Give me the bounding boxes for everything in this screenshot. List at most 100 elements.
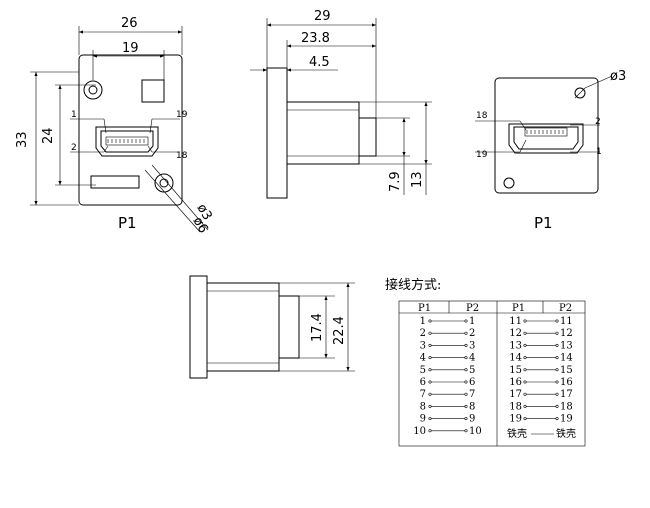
back-pin-2-label: 2 <box>595 117 601 127</box>
wiring-pin-p1: 5 <box>420 365 426 376</box>
wiring-pin-p2: 4 <box>469 353 475 364</box>
wiring-shell-left: 铁壳 <box>507 427 527 440</box>
wiring-pin-p2: 13 <box>560 340 573 351</box>
front-dim-inner-height: 24 <box>41 127 56 144</box>
front-hdmi-port <box>95 126 159 157</box>
wiring-dot <box>428 380 432 384</box>
wiring-pin-p2: 18 <box>560 401 573 412</box>
wiring-dot <box>464 368 468 372</box>
back-hdmi-port <box>508 123 584 154</box>
wiring-dot <box>555 404 559 408</box>
wiring-pin-p2: 12 <box>560 328 573 339</box>
wiring-header-p2-right: P2 <box>559 303 572 314</box>
wiring-pin-p2: 11 <box>560 316 573 327</box>
wiring-dot <box>555 356 559 360</box>
wiring-dot <box>428 429 432 433</box>
wiring-pin-p2: 2 <box>469 328 475 339</box>
top-flange <box>189 275 208 379</box>
wiring-dot <box>428 417 432 421</box>
side-dim-total: 29 <box>314 9 331 24</box>
wiring-pin-p2: 8 <box>469 401 475 412</box>
wiring-pin-p1: 8 <box>420 401 426 412</box>
wiring-pin-p1: 2 <box>420 328 426 339</box>
back-port-pins <box>526 130 564 134</box>
wiring-pin-p1: 11 <box>509 316 522 327</box>
wiring-dot <box>555 417 559 421</box>
wiring-header-p2-left: P2 <box>466 303 479 314</box>
wiring-pin-p1: 17 <box>509 389 522 400</box>
front-label-plate <box>141 79 165 103</box>
back-mount-hole-bottom <box>503 177 515 189</box>
wiring-dot <box>464 343 468 347</box>
front-pin-1-label: 1 <box>71 110 77 120</box>
back-pin-1-label: 1 <box>596 147 602 157</box>
front-lower-slot <box>90 175 140 189</box>
back-mount-hole-top <box>574 87 586 99</box>
wiring-shell-right: 铁壳 <box>556 427 576 440</box>
front-port-pins <box>107 139 145 143</box>
front-flange-outline <box>78 54 183 206</box>
wiring-pin-p2: 19 <box>560 414 573 425</box>
back-flange-outline <box>494 77 599 194</box>
front-pin-19-label: 19 <box>176 110 188 120</box>
side-dim-body-height: 13 <box>410 171 425 188</box>
wiring-dot <box>464 331 468 335</box>
side-port <box>358 117 377 157</box>
side-flange <box>266 67 288 199</box>
wiring-title: 接线方式: <box>385 277 441 293</box>
wiring-dot <box>523 319 527 323</box>
wiring-pin-p2: 5 <box>469 365 475 376</box>
wiring-pin-p2: 1 <box>469 316 475 327</box>
wiring-pin-p1: 6 <box>420 377 426 388</box>
wiring-dot <box>464 392 468 396</box>
front-hole-small-label: ø3 <box>194 202 215 224</box>
wiring-pin-p1: 10 <box>413 426 426 437</box>
wiring-dot <box>464 319 468 323</box>
wiring-pin-p2: 10 <box>469 426 482 437</box>
wiring-dot <box>523 417 527 421</box>
front-view-label: P1 <box>118 214 137 232</box>
wiring-pin-p1: 16 <box>509 377 522 388</box>
back-pin-18-label: 18 <box>476 111 488 121</box>
side-dim-body: 23.8 <box>301 31 330 46</box>
side-dim-port: 7.9 <box>388 171 403 192</box>
front-mount-hole-top-inner <box>88 85 98 95</box>
wiring-pin-p2: 3 <box>469 340 475 351</box>
wiring-pin-p1: 4 <box>420 353 426 364</box>
wiring-dot <box>464 404 468 408</box>
back-hole-label: ø3 <box>610 69 626 84</box>
wiring-pin-p2: 9 <box>469 414 475 425</box>
wiring-dot <box>464 417 468 421</box>
wiring-dot <box>428 343 432 347</box>
wiring-header-p1-right: P1 <box>512 303 525 314</box>
top-port <box>278 295 300 359</box>
wiring-dot <box>464 380 468 384</box>
wiring-dot <box>428 368 432 372</box>
back-view-label: P1 <box>534 214 553 232</box>
wiring-dot <box>428 404 432 408</box>
side-view: 29 23.8 4.5 7.9 13 <box>250 9 432 199</box>
wiring-pin-p1: 15 <box>509 365 522 376</box>
front-hole-large-label: ø6 <box>190 215 211 237</box>
top-dim-outer: 22.4 <box>332 316 347 345</box>
wiring-dot <box>523 331 527 335</box>
top-view: 17.4 22.4 <box>189 275 355 379</box>
front-dim-inner-width: 19 <box>122 41 139 56</box>
wiring-pin-p1: 18 <box>509 401 522 412</box>
front-dim-width: 26 <box>121 16 138 31</box>
front-pin-2-label: 2 <box>71 143 77 153</box>
front-mount-hole-top <box>83 80 103 100</box>
front-pin-18-label: 18 <box>176 151 188 161</box>
wiring-dot <box>555 343 559 347</box>
side-dim-flange: 4.5 <box>309 55 330 70</box>
wiring-dot <box>428 356 432 360</box>
wiring-table-frame <box>398 300 586 447</box>
wiring-pin-p2: 6 <box>469 377 475 388</box>
wiring-pin-p1: 9 <box>420 414 426 425</box>
wiring-dot <box>523 368 527 372</box>
wiring-pin-p1: 12 <box>509 328 522 339</box>
front-mount-hole-bottom <box>154 173 174 193</box>
